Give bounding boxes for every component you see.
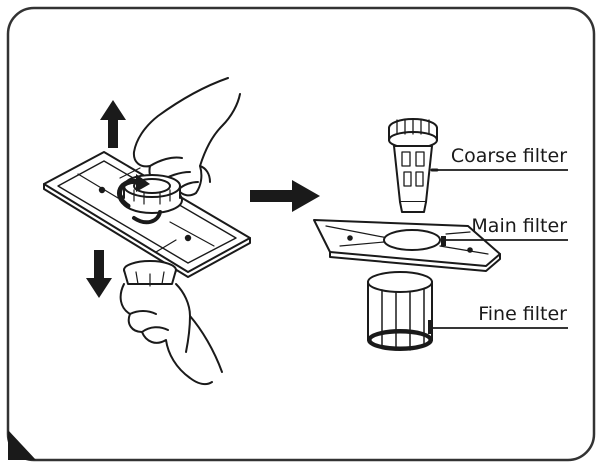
coarse-filter [388,118,439,213]
main-filter [313,219,501,272]
rotate-arrow-icon [117,174,162,225]
lower-hand [119,283,213,386]
left-assembly [43,77,251,386]
arrow-up-icon [100,100,126,148]
arrow-down-icon [86,250,112,298]
arrow-right-icon [250,180,320,212]
corner-mark [8,430,36,460]
right-assembly [313,118,501,351]
fine-filter-label: Fine filter [478,303,567,325]
fine-filter [367,271,433,351]
coarse-filter-label: Coarse filter [451,145,567,167]
diagram-frame [6,6,596,462]
main-filter-label: Main filter [471,215,567,237]
